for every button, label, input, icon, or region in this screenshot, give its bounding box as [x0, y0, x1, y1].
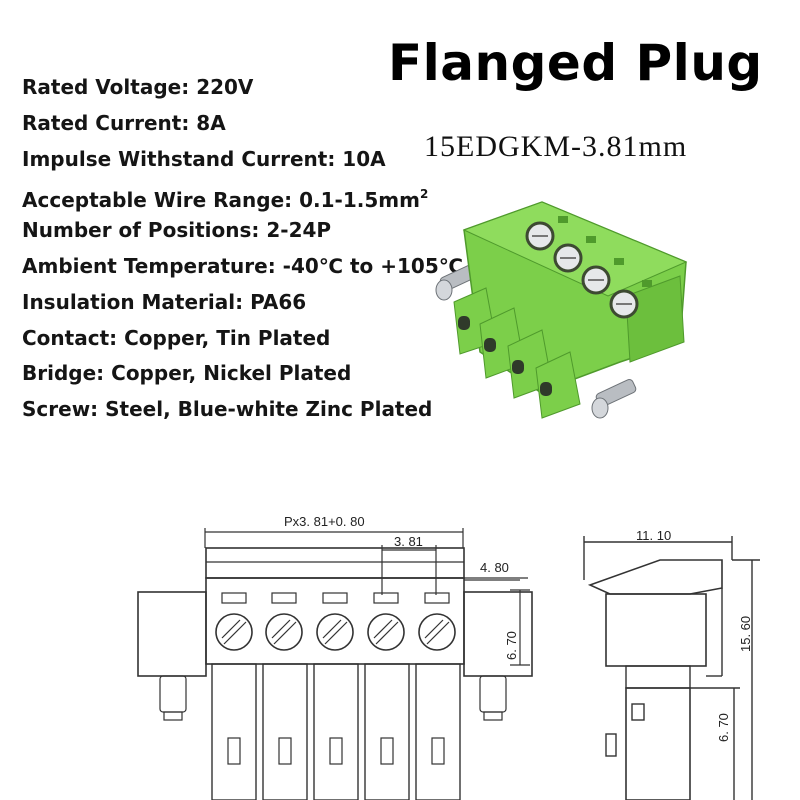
dim-side-height: 15. 60 — [738, 616, 753, 652]
spec-screw: Screw: Steel, Blue-white Zinc Plated — [22, 397, 433, 422]
dim-total-width: Px3. 81+0. 80 — [284, 514, 365, 529]
spec-positions: Number of Positions: 2-24P — [22, 218, 332, 243]
spec-impulse-current: Impulse Withstand Current: 10A — [22, 146, 386, 171]
spec-bridge: Bridge: Copper, Nickel Plated — [22, 361, 352, 386]
spec-contact: Contact: Copper, Tin Plated — [22, 325, 331, 350]
dim-flange-depth: 4. 80 — [480, 560, 509, 575]
spec-rated-voltage: Rated Voltage: 220V — [22, 75, 254, 99]
spec-wire-range: Acceptable Wire Range: 0.1-1.5mm2 — [22, 187, 429, 213]
spec-rated-current: Rated Current: 8A — [22, 110, 226, 135]
right-flange-screw — [591, 379, 637, 419]
terminal-screws — [525, 221, 639, 319]
plug-product-image — [435, 201, 688, 419]
dim-front-height: 6. 70 — [504, 631, 519, 660]
front-view-screws — [215, 592, 456, 651]
model-number: 15EDGKM-3.81mm — [424, 130, 688, 163]
spec-ambient-temperature: Ambient Temperature: -40℃ to +105℃ — [22, 253, 463, 278]
side-view — [583, 536, 760, 800]
dim-side-lower: 6. 70 — [716, 713, 731, 742]
product-title: Flanged Plug — [388, 34, 763, 92]
dim-pitch: 3. 81 — [394, 534, 423, 549]
dim-side-depth: 11. 10 — [636, 528, 671, 543]
wire-entries — [453, 287, 581, 419]
spec-list: Rated Voltage: 220V Rated Current: 8A Im… — [22, 70, 463, 428]
spec-insulation: Insulation Material: PA66 — [22, 289, 307, 314]
